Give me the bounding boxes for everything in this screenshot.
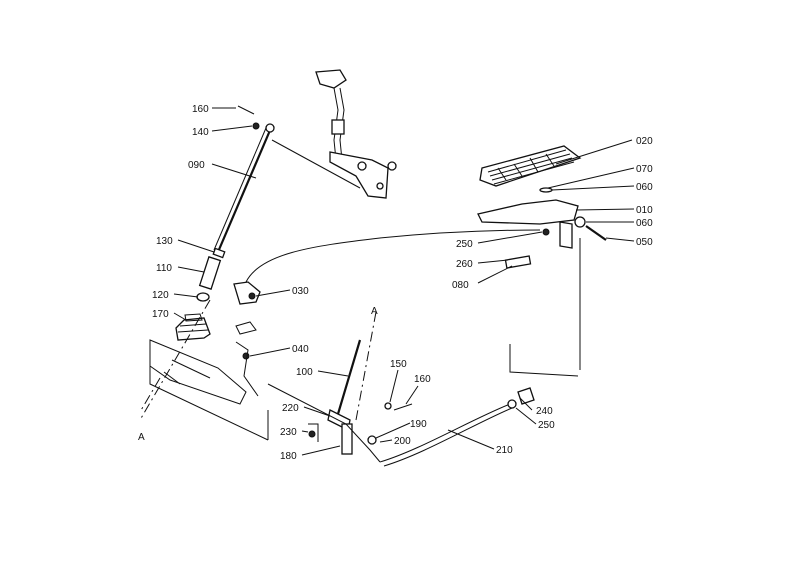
- label-250-lower: 250: [538, 420, 555, 431]
- label-140: 140: [192, 127, 209, 138]
- label-160: 160: [192, 104, 209, 115]
- label-250-upper: 250: [456, 239, 473, 250]
- shift-rod-090: [196, 105, 275, 302]
- lever-100-linkage: [267, 311, 535, 467]
- label-090: 090: [188, 160, 205, 171]
- label-240: 240: [536, 406, 553, 417]
- label-070: 070: [636, 164, 653, 175]
- label-020: 020: [636, 136, 653, 147]
- leader-lines: [173, 107, 635, 456]
- label-130: 130: [156, 236, 173, 247]
- gear-lever-assembly: [271, 69, 397, 199]
- label-220: 220: [282, 403, 299, 414]
- label-170: 170: [152, 309, 169, 320]
- label-100: 100: [296, 367, 313, 378]
- bracket-030-040: [233, 281, 261, 397]
- base-plate: [139, 299, 269, 441]
- label-050: 050: [636, 237, 653, 248]
- pedal-group: [477, 145, 607, 377]
- label-060-upper: 060: [636, 182, 653, 193]
- axis-label-a-bottom: A: [138, 432, 145, 443]
- label-180: 180: [280, 451, 297, 462]
- label-230: 230: [280, 427, 297, 438]
- label-210: 210: [496, 445, 513, 456]
- label-030: 030: [292, 286, 309, 297]
- cable-030: [245, 229, 541, 283]
- label-190: 190: [410, 419, 427, 430]
- label-260: 260: [456, 259, 473, 270]
- label-040: 040: [292, 344, 309, 355]
- label-150: 150: [390, 359, 407, 370]
- label-010: 010: [636, 205, 653, 216]
- label-160-lower: 160: [414, 374, 431, 385]
- axis-label-a-top: A: [371, 306, 378, 317]
- part-labels: 160 140 090 130 110 120 170 030 040 020 …: [138, 104, 653, 462]
- label-110: 110: [156, 263, 172, 274]
- boot-170: [175, 313, 211, 341]
- label-200: 200: [394, 436, 411, 447]
- label-080: 080: [452, 280, 469, 291]
- label-120: 120: [152, 290, 169, 301]
- label-060-lower: 060: [636, 218, 653, 229]
